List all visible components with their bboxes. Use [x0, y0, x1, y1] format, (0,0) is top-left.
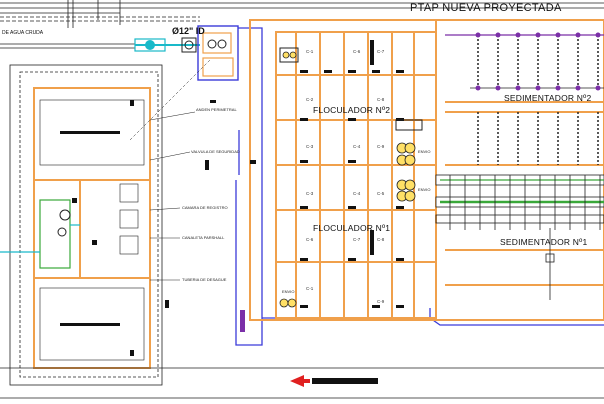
project-title: PTAP NUEVA PROYECTADA	[410, 2, 562, 14]
cell-label: C-3	[306, 191, 314, 196]
inlet-label: DE AGUA CRUDA	[2, 30, 44, 36]
valve-label: ENVIO	[418, 187, 431, 192]
cell-label: C-9	[377, 144, 385, 149]
cell-label: C-1	[306, 286, 314, 291]
callout-text: CANALETA PARSHALL	[182, 235, 225, 240]
cell-label: C-6	[353, 49, 361, 54]
cell-label: C-8	[377, 97, 385, 102]
callout-leaders	[149, 111, 196, 281]
flocculator-1-label: FLOCULADOR Nº1	[313, 223, 391, 233]
cell-label: C-4	[353, 144, 361, 149]
valve-cluster-mid	[395, 119, 423, 202]
cell-label: C-3	[306, 144, 314, 149]
cell-label: C-5	[377, 191, 385, 196]
top-boundary-lines	[0, 2, 604, 49]
left-plot-boundary	[9, 64, 163, 386]
dosing-room-equipment	[0, 199, 80, 269]
sedimenter-1-channels	[435, 174, 604, 300]
access-road	[0, 367, 604, 399]
cell-label: C-1	[306, 49, 314, 54]
pipe-diameter-label: Ø12" ID	[172, 26, 205, 36]
parshall-area	[197, 25, 239, 81]
callout-text: CAMARA DE REGISTRO	[182, 205, 228, 210]
valve-label: ENVIO	[418, 149, 431, 154]
callout-text: VALVULA DE SEGURIDAD	[191, 149, 240, 154]
cell-label: C-6	[306, 237, 314, 242]
cell-label: C-7	[377, 49, 385, 54]
raw-water-inlet-pipe	[134, 37, 200, 53]
valve-label: ENVIO	[282, 289, 295, 294]
valve-cluster-bottom	[279, 298, 297, 308]
cell-label: C-2	[306, 97, 314, 102]
sedimenter-2-label: SEDIMENTADOR Nº2	[504, 93, 592, 103]
cell-label: C-9	[377, 299, 385, 304]
cell-label: C-8	[377, 237, 385, 242]
flocculator-2-label: FLOCULADOR Nº2	[313, 105, 391, 115]
callout-text: TUBERIA DE DESAGUE	[182, 277, 227, 282]
flocculator-structure	[275, 31, 437, 319]
cell-label: C-4	[353, 191, 361, 196]
cell-label: C-7	[353, 237, 361, 242]
callout-text: ANDEN PERIMETRAL	[196, 107, 237, 112]
valve-cluster-top	[279, 47, 299, 63]
sedimenter-1-label: SEDIMENTADOR Nº1	[500, 237, 588, 247]
